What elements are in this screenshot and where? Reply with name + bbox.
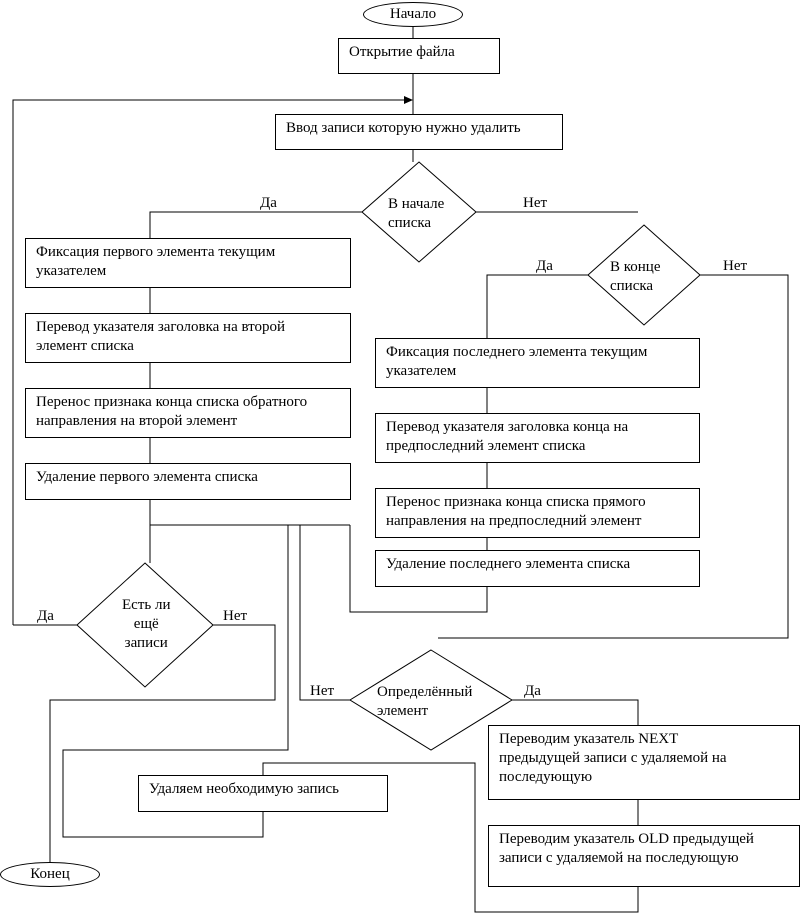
delete-first-box: Удаление первого элемента списка — [25, 463, 351, 500]
move-end-flag-second-box: Перенос признака конца списка обратного … — [25, 388, 351, 438]
input-record-box: Ввод записи которую нужно удалить — [275, 114, 563, 150]
move-end-flag-prelast-box: Перенос признака конца списка прямого на… — [375, 488, 700, 538]
decision-at-end-text: В конце списка — [610, 259, 661, 294]
decision-at-start-text: В начале списка — [388, 196, 445, 231]
move-next-box: Переводим указатель NEXT предыдущей запи… — [488, 725, 800, 800]
open-file-box: Открытие файла — [338, 38, 500, 74]
label-yes: Да — [260, 195, 277, 211]
delete-last-box: Удаление последнего элемента списка — [375, 550, 700, 587]
end-terminal: Конец — [0, 862, 100, 887]
label-no: Нет — [523, 195, 548, 211]
decision-specific-text: Определённый элемент — [377, 684, 473, 719]
fix-first-box: Фиксация первого элемента текущим указат… — [25, 238, 351, 288]
move-end-head-prelast-box: Перевод указателя заголовка конца на пре… — [375, 413, 700, 463]
start-terminal: Начало — [363, 2, 463, 27]
move-old-box: Переводим указатель OLD предыдущей запис… — [488, 825, 800, 887]
decision-diamond-at-end — [587, 224, 701, 326]
decision-diamond-at-start — [361, 161, 477, 263]
end-label: Конец — [30, 866, 70, 882]
label-yes: Да — [37, 608, 54, 624]
label-yes: Да — [524, 683, 541, 699]
decision-diamond-more-records — [76, 562, 214, 688]
fix-last-box: Фиксация последнего элемента текущим ука… — [375, 338, 700, 388]
decision-more-records-text: Есть ли ещё записи — [122, 597, 171, 651]
delete-needed-box: Удаляем необходимую запись — [138, 775, 388, 812]
label-no: Нет — [723, 258, 748, 274]
label-no: Нет — [310, 683, 335, 699]
start-label: Начало — [389, 6, 437, 22]
move-head-second-box: Перевод указателя заголовка на второй эл… — [25, 313, 351, 363]
label-yes: Да — [536, 258, 553, 274]
label-no: Нет — [223, 608, 248, 624]
decision-diamond-specific — [349, 649, 513, 751]
